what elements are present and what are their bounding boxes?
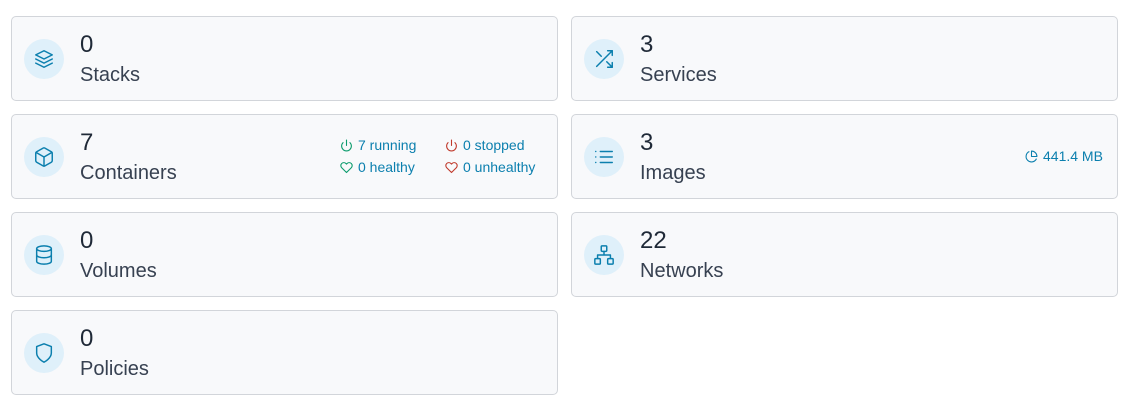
services-card[interactable]: 3 Services xyxy=(571,16,1118,101)
layers-icon xyxy=(24,39,64,79)
containers-count: 7 xyxy=(80,129,94,156)
volumes-label: Volumes xyxy=(80,260,157,282)
volumes-count: 0 xyxy=(80,227,94,254)
running-stat: 7 running xyxy=(340,137,416,153)
images-size-stat: 441.4 MB xyxy=(1025,148,1103,164)
policies-label: Policies xyxy=(80,358,149,380)
power-icon xyxy=(446,139,457,151)
database-icon xyxy=(24,235,64,275)
images-size: 441.4 MB xyxy=(1043,148,1103,164)
unhealthy-count: 0 unhealthy xyxy=(463,159,536,175)
containers-label: Containers xyxy=(80,162,177,184)
networks-card[interactable]: 22 Networks xyxy=(571,212,1118,297)
unhealthy-stat: 0 unhealthy xyxy=(445,159,535,175)
images-label: Images xyxy=(640,162,706,184)
services-count: 3 xyxy=(640,31,654,58)
heart-icon xyxy=(340,161,353,173)
containers-card[interactable]: 7 Containers 7 running 0 stopped 0 healt… xyxy=(11,114,558,199)
heart-icon xyxy=(445,161,458,173)
volumes-card[interactable]: 0 Volumes xyxy=(11,212,558,297)
images-count: 3 xyxy=(640,129,654,156)
stopped-count: 0 stopped xyxy=(463,137,525,153)
policies-card[interactable]: 0 Policies xyxy=(11,310,558,395)
running-count: 7 running xyxy=(358,137,417,153)
box-icon xyxy=(24,137,64,177)
shuffle-icon xyxy=(584,39,624,79)
list-icon xyxy=(584,137,624,177)
power-icon xyxy=(341,139,352,151)
stacks-card[interactable]: 0 Stacks xyxy=(11,16,558,101)
stopped-stat: 0 stopped xyxy=(445,137,525,153)
networks-label: Networks xyxy=(640,260,724,282)
images-card[interactable]: 3 Images 441.4 MB xyxy=(571,114,1118,199)
healthy-count: 0 healthy xyxy=(358,159,415,175)
shield-icon xyxy=(24,333,64,373)
healthy-stat: 0 healthy xyxy=(340,159,415,175)
services-label: Services xyxy=(640,64,717,86)
networks-count: 22 xyxy=(640,227,667,254)
network-icon xyxy=(584,235,624,275)
stacks-count: 0 xyxy=(80,31,94,58)
policies-count: 0 xyxy=(80,325,94,352)
pie-chart-icon xyxy=(1025,150,1038,162)
stacks-label: Stacks xyxy=(80,64,141,86)
